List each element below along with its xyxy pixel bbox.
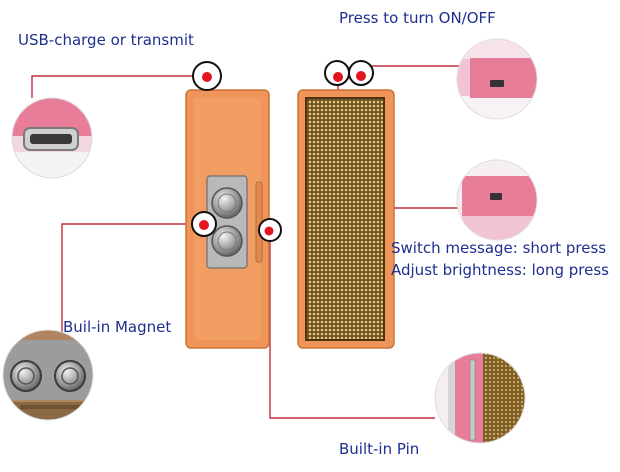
badge-front-view: [297, 89, 395, 349]
adjust-brightness-label: Adjust brightness: long press: [391, 261, 609, 279]
usb-label: USB-charge or transmit: [18, 31, 194, 49]
magnet-photo: [2, 329, 94, 421]
power-label: Press to turn ON/OFF: [339, 9, 496, 27]
led-panel: [305, 97, 385, 341]
pin-marker: [258, 218, 282, 242]
usb-marker: [192, 61, 222, 91]
magnet-leader-line: [61, 223, 200, 338]
usb-leader-line: [31, 75, 194, 98]
markers: [191, 60, 374, 242]
power-marker-right: [348, 60, 374, 86]
pin-label: Built-in Pin: [339, 440, 420, 458]
switch-button-photo: [456, 159, 538, 241]
power-button-photo: [456, 38, 538, 120]
pin-photo: [434, 352, 526, 444]
magnet-disc-top: [211, 187, 243, 219]
power-marker-left: [324, 60, 350, 86]
magnet-label: Buil-in Magnet: [63, 318, 172, 336]
badge-back-view: [185, 89, 270, 349]
usb-port-photo: [11, 97, 93, 179]
pin-leader-line: [269, 230, 435, 419]
magnet-marker: [191, 211, 217, 237]
magnet-disc-bottom: [211, 225, 243, 257]
switch-message-label: Switch message: short press: [391, 239, 607, 257]
